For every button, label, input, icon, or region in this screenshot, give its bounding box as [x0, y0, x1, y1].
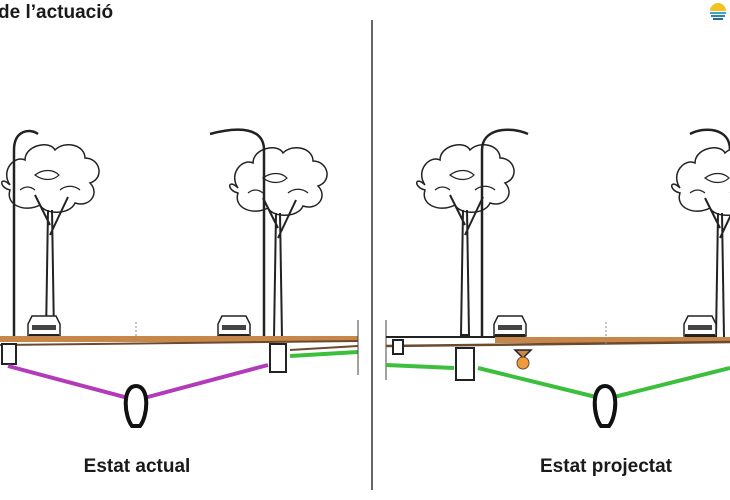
- car-icon: [683, 315, 717, 338]
- street-lamp: [689, 128, 730, 151]
- street-lamp: [209, 128, 266, 338]
- tree-right-2: [670, 146, 730, 339]
- collector-oval: [123, 384, 149, 428]
- collector-oval: [592, 384, 618, 428]
- road-surface: [495, 337, 730, 343]
- water-sun-logo-icon: [708, 2, 728, 27]
- pipe-green: [385, 363, 455, 370]
- panel-projected-state: [385, 128, 730, 428]
- new-pipe-orange: [516, 356, 530, 370]
- car-icon: [27, 315, 61, 338]
- tree-left-1: [0, 143, 101, 336]
- panel-current-state: [0, 128, 359, 428]
- road-surface: [0, 336, 358, 342]
- tree-left-2: [228, 146, 329, 339]
- car-icon: [493, 315, 527, 338]
- car-icon: [217, 315, 251, 338]
- label-projected-state: Estat projectat: [540, 456, 672, 477]
- slide-title: de l’actuació: [0, 2, 114, 23]
- tree-right-1: [415, 143, 516, 336]
- label-current-state: Estat actual: [83, 456, 191, 477]
- pipe-green: [289, 350, 359, 358]
- pipe-green: [477, 366, 730, 399]
- street-lamp: [12, 129, 39, 338]
- street-lamp: [480, 128, 529, 338]
- pipe-magenta: [7, 363, 269, 400]
